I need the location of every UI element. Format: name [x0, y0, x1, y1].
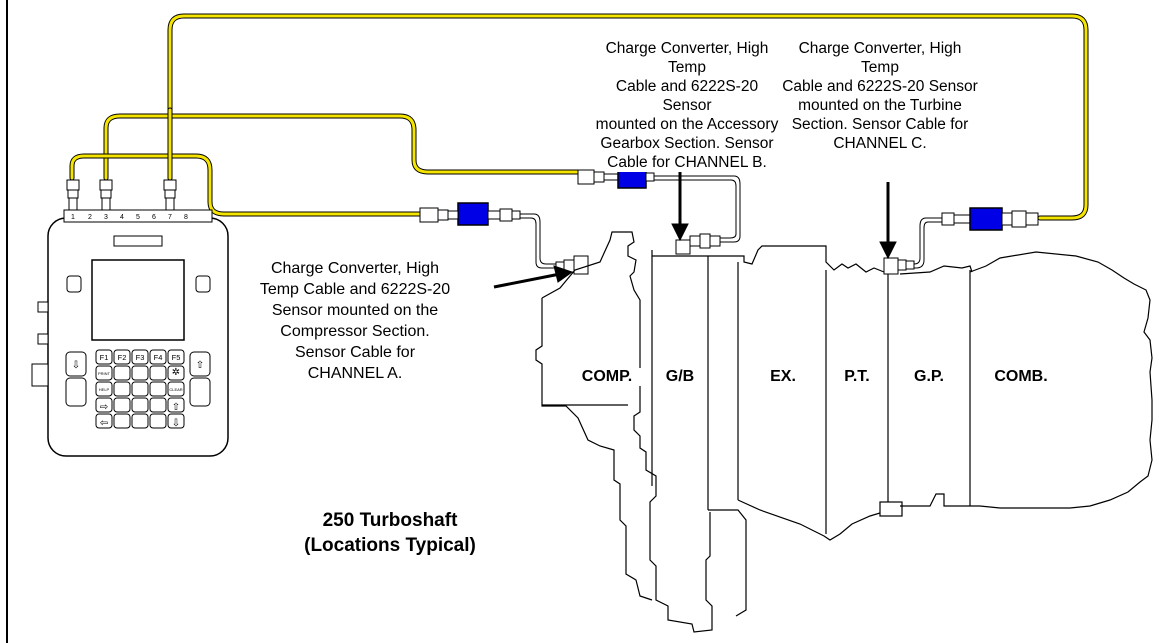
charge-converter-a	[419, 202, 521, 226]
key-f4: F4	[154, 353, 163, 362]
section-label-comp: COMP.	[570, 368, 644, 386]
handheld-analyzer: F1 F2 F3 F4 F5 PRINT HELP CLEAR ⇩ ⇧ ⇨ ⇧ …	[31, 179, 229, 457]
port-4: 4	[120, 214, 124, 221]
key-f1: F1	[100, 353, 109, 362]
section-label-comb: COMB.	[994, 368, 1048, 385]
charge-converter-c	[941, 207, 1039, 231]
sensor-cables	[520, 175, 942, 269]
section-label-pt: P.T.	[844, 368, 870, 385]
star-icon: ✲	[172, 367, 180, 378]
arrow-down-icon: ⇩	[172, 418, 180, 429]
key-help: HELP	[99, 387, 110, 392]
key-print: PRINT	[98, 371, 111, 376]
key-f3: F3	[136, 353, 145, 362]
port-8: 8	[184, 214, 188, 221]
port-2: 2	[88, 214, 92, 221]
sensor-b	[675, 233, 721, 255]
key-f2: F2	[118, 353, 127, 362]
section-label-ex: EX.	[770, 368, 796, 385]
engine-outline	[535, 231, 1153, 633]
port-7: 7	[168, 214, 172, 221]
pointer-arrows	[493, 160, 897, 289]
diagram-title: 250 Turboshaft (Locations Typical)	[304, 510, 476, 556]
sensor-c	[883, 257, 915, 275]
port-6: 6	[152, 214, 156, 221]
key-clear: CLEAR	[169, 387, 182, 392]
callout-channel-b: Charge Converter, High Temp Cable and 62…	[595, 40, 779, 172]
callout-channel-c: Charge Converter, High Temp Cable and 62…	[782, 40, 978, 152]
port-5: 5	[136, 214, 140, 221]
arrow-left-icon: ⇦	[100, 418, 108, 429]
section-label-gb: G/B	[665, 368, 695, 385]
left-border-line	[6, 0, 8, 643]
down-circle-icon: ⇩	[72, 360, 80, 371]
up-circle-icon: ⇧	[196, 360, 204, 371]
callout-channel-a: Charge Converter, High Temp Cable and 62…	[259, 260, 451, 382]
key-f5: F5	[172, 353, 181, 362]
arrow-right-icon: ⇨	[100, 402, 108, 413]
port-1: 1	[71, 214, 75, 221]
section-label-gp: G.P.	[914, 368, 944, 385]
arrow-up-icon: ⇧	[172, 402, 180, 413]
port-3: 3	[104, 214, 108, 221]
